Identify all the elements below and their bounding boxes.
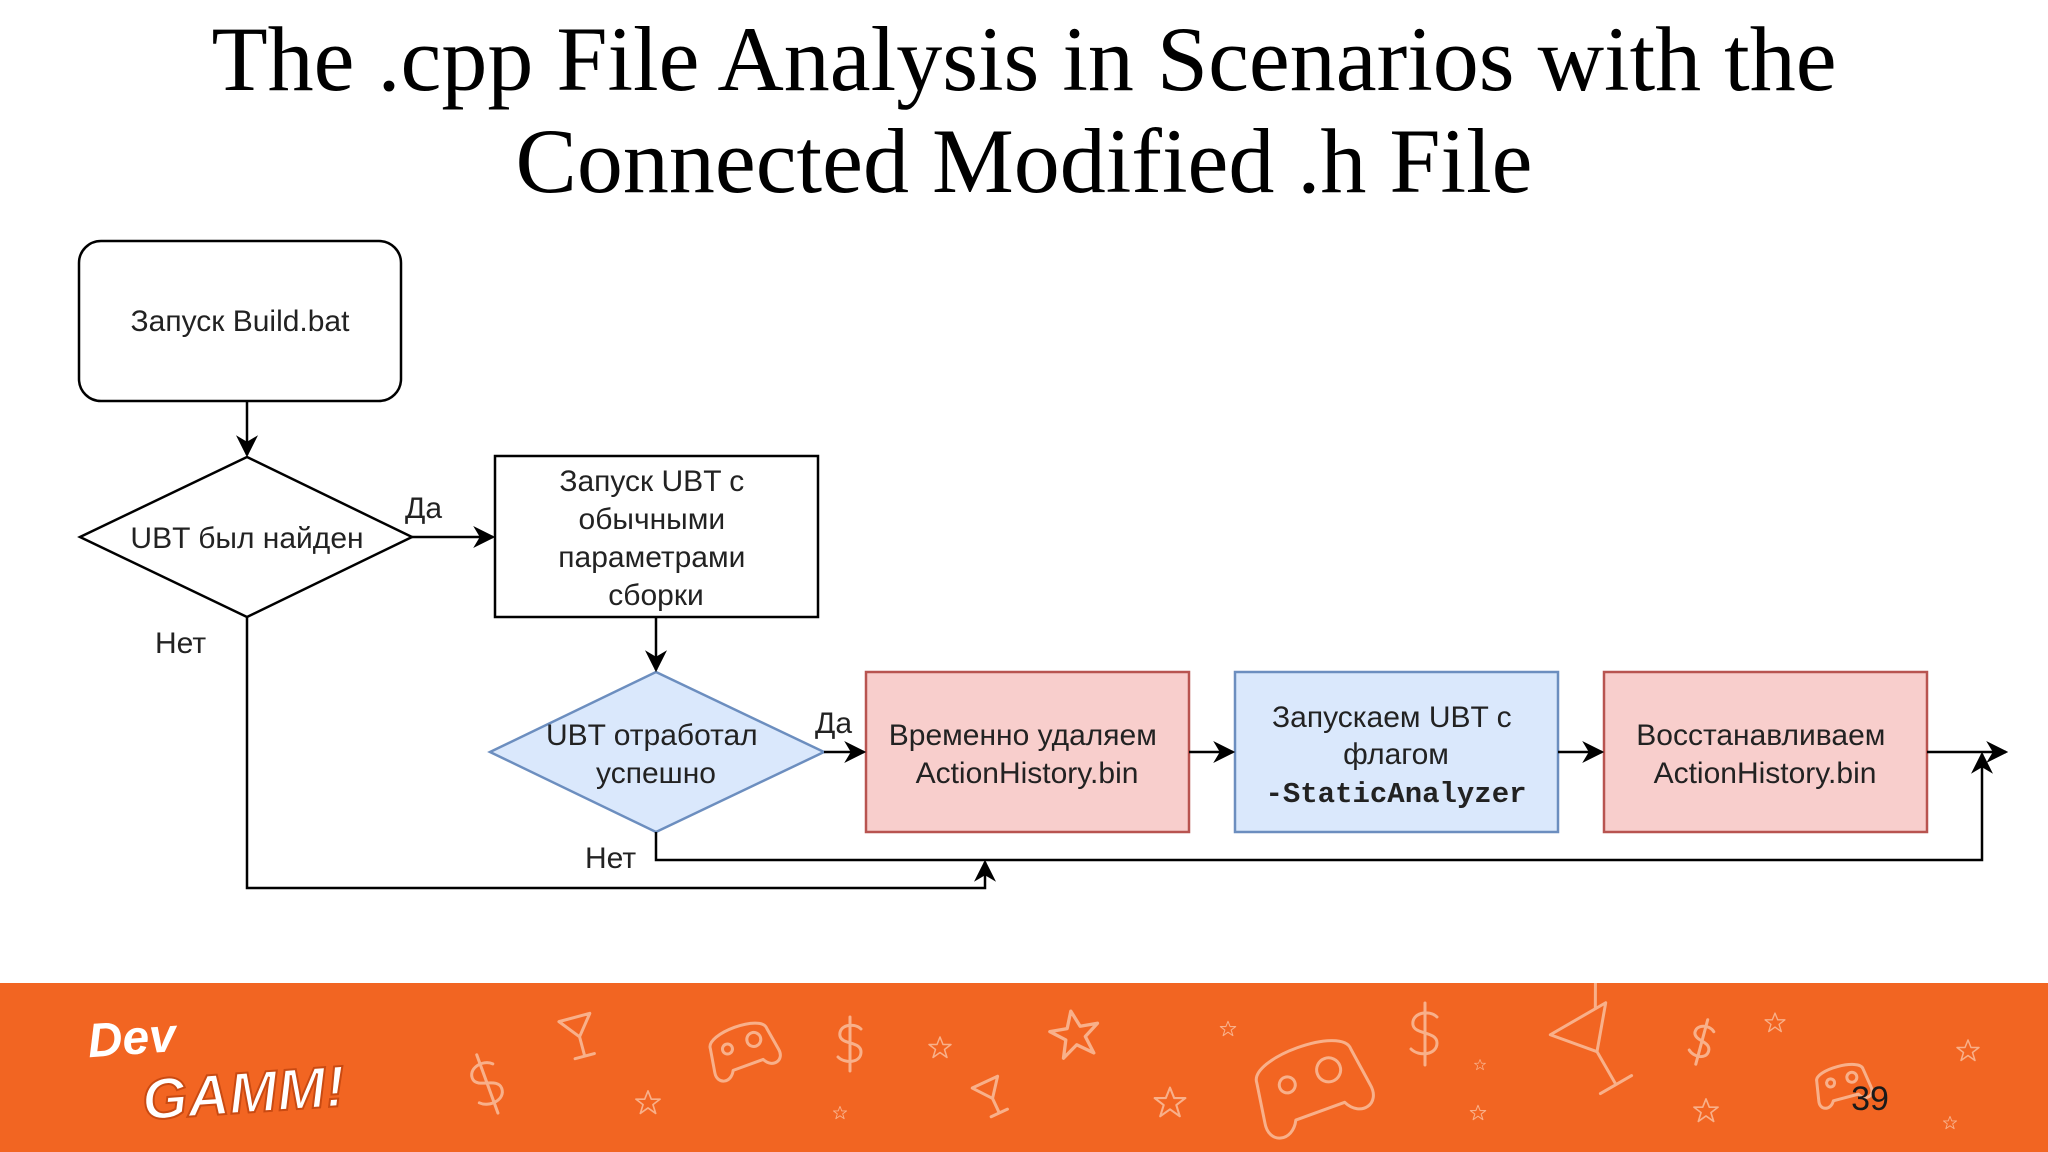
star-icon xyxy=(1764,1012,1786,1033)
dollar-icon xyxy=(1687,1018,1716,1066)
gamepad-icon xyxy=(1815,1063,1874,1110)
step-restore-action-history xyxy=(1602,670,1929,834)
star-icon xyxy=(1956,1039,1980,1062)
star-icon xyxy=(635,1090,661,1115)
static-analyzer-flag: -StaticAnalyzer xyxy=(1265,778,1526,811)
slide-title-line-2: Connected Modified .h File xyxy=(515,110,1533,212)
step-run-line-1: Запускаем UBT с xyxy=(1272,701,1512,734)
process-run-ubt-normal xyxy=(493,454,820,619)
devgamm-logo-dev: Dev xyxy=(86,1009,180,1068)
flowchart: Запуск Build.bat UBT был найден Да Нет З… xyxy=(77,239,2009,890)
start-node xyxy=(77,239,403,403)
page-number: 39 xyxy=(1851,1080,1889,1118)
start-node-label: Запуск Build.bat xyxy=(131,305,351,338)
step-run-line-2: флагом xyxy=(1343,738,1449,771)
path-no2-bypass xyxy=(654,751,1993,862)
path-no1-bypass xyxy=(245,617,996,890)
dollar-icon xyxy=(470,1053,504,1115)
gamepad-icon xyxy=(1255,1039,1375,1140)
process-run-ubt-normal-line-3: параметрами xyxy=(558,541,745,574)
process-run-ubt-normal-label: Запуск UBT с обычными параметрами сборки xyxy=(558,465,753,612)
star-icon xyxy=(1474,1059,1486,1071)
step-remove-action-history-label: Временно удаляем ActionHistory.bin xyxy=(889,719,1165,790)
cocktail-icon xyxy=(557,1011,596,1061)
step-run-static-analyzer xyxy=(1233,670,1560,834)
dollar-icon xyxy=(1409,1001,1439,1067)
star-icon xyxy=(1219,1020,1237,1037)
process-run-ubt-normal-line-2: обычными xyxy=(579,503,726,536)
step-remove-line-2: ActionHistory.bin xyxy=(916,757,1139,790)
star-icon xyxy=(1942,1115,1958,1130)
step-restore-line-1: Восстанавливаем xyxy=(1636,719,1885,752)
no-label-2: Нет xyxy=(585,842,636,875)
devgamm-logo-gamm: GAMM! xyxy=(140,1054,347,1133)
decision-ubt-found-label: UBT был найден xyxy=(130,522,363,555)
gamepad-icon xyxy=(708,1021,782,1083)
footer-decoration: Dev GAMM! xyxy=(86,983,1980,1140)
step-run-static-analyzer-label: Запускаем UBT с флагом xyxy=(1272,701,1520,771)
slide-title: The .cpp File Analysis in Scenarios with… xyxy=(0,8,2048,212)
step-remove-line-1: Временно удаляем xyxy=(889,719,1157,752)
decision-ubt-success xyxy=(487,670,827,834)
yes-label-2: Да xyxy=(815,707,852,740)
decision-ubt-success-line-1: UBT отработал xyxy=(546,719,758,752)
star-icon xyxy=(1153,1086,1187,1118)
footer-banner: Dev GAMM! xyxy=(0,983,2048,1152)
star-icon xyxy=(1469,1104,1487,1121)
process-run-ubt-normal-line-1: Запуск UBT с xyxy=(559,465,744,498)
cocktail-icon xyxy=(1548,983,1634,1096)
cocktail-icon xyxy=(970,1074,1009,1119)
star-icon xyxy=(1048,1009,1100,1060)
step-restore-action-history-label: Восстанавливаем ActionHistory.bin xyxy=(1636,719,1893,790)
step-remove-action-history xyxy=(864,670,1191,834)
no-label-1: Нет xyxy=(155,627,206,660)
decision-ubt-success-label: UBT отработал успешно xyxy=(546,719,766,790)
star-icon xyxy=(1693,1098,1719,1123)
slide-title-line-1: The .cpp File Analysis in Scenarios with… xyxy=(211,8,1837,110)
step-restore-line-2: ActionHistory.bin xyxy=(1654,757,1877,790)
star-icon xyxy=(928,1036,952,1059)
yes-label-1: Да xyxy=(405,492,442,525)
decision-ubt-success-line-2: успешно xyxy=(596,757,716,790)
star-icon xyxy=(832,1105,848,1120)
process-run-ubt-normal-line-4: сборки xyxy=(608,579,703,612)
dollar-icon xyxy=(836,1015,863,1073)
